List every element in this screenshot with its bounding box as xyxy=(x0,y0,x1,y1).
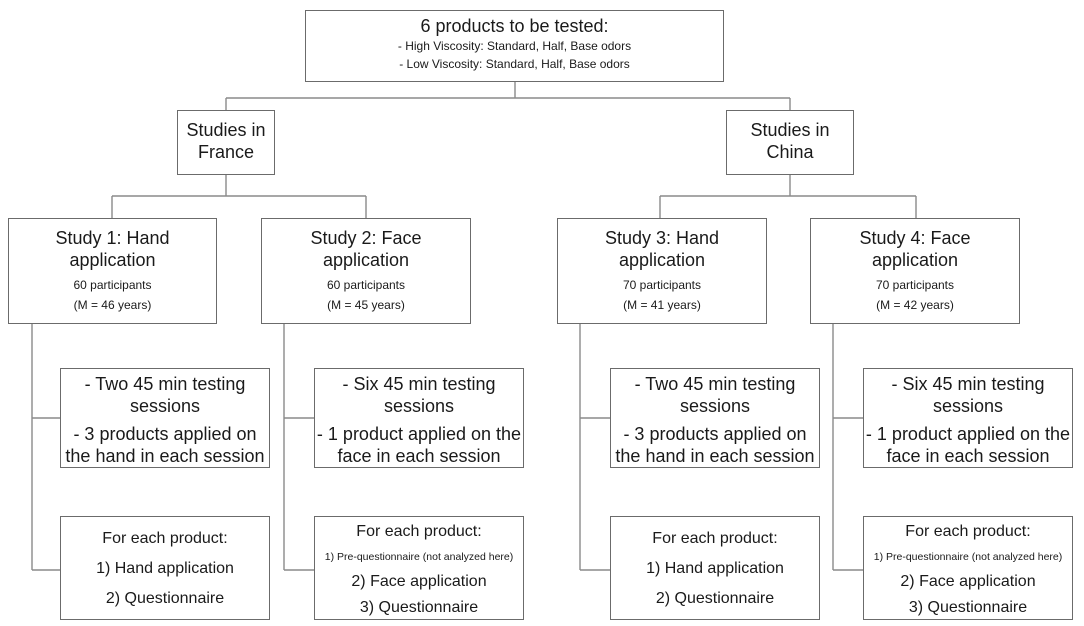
study-title-line2: application xyxy=(871,250,959,270)
products-line2: face in each session xyxy=(886,446,1050,466)
steps-title: For each product: xyxy=(905,523,1031,540)
low-viscosity-line: - Low Viscosity: Standard, Half, Base od… xyxy=(399,57,630,71)
region-label-line1: Studies in xyxy=(186,120,266,140)
mean-age: (M = 45 years) xyxy=(327,298,405,312)
participants-count: 60 participants xyxy=(326,278,406,292)
steps-title: For each product: xyxy=(102,530,228,547)
study-1-steps-box: For each product: 1) Hand application 2)… xyxy=(60,516,270,620)
study-3-steps-box: For each product: 1) Hand application 2)… xyxy=(610,516,820,620)
mean-age: (M = 41 years) xyxy=(623,298,701,312)
study-1-sessions-box: - Two 45 min testing sessions - 3 produc… xyxy=(60,368,270,468)
steps-title: For each product: xyxy=(652,530,778,547)
participants-count: 70 participants xyxy=(622,278,702,292)
products-line2: the hand in each session xyxy=(65,446,265,466)
study-title-line1: Study 2: Face xyxy=(310,228,422,248)
step-item: 2) Questionnaire xyxy=(655,590,775,607)
study-3-sessions-box: - Two 45 min testing sessions - 3 produc… xyxy=(610,368,820,468)
products-box: 6 products to be tested: - High Viscosit… xyxy=(305,10,724,82)
study-title-line2: application xyxy=(618,250,706,270)
participants-count: 60 participants xyxy=(73,278,152,292)
region-label-line1: Studies in xyxy=(750,120,830,140)
products-line1: - 3 products applied on xyxy=(73,424,257,444)
products-line1: - 3 products applied on xyxy=(623,424,807,444)
region-france-box: Studies in France xyxy=(177,110,275,175)
study-1-box: Study 1: Hand application 60 participant… xyxy=(8,218,217,324)
products-title: 6 products to be tested: xyxy=(420,16,609,36)
region-label-line2: France xyxy=(197,142,255,162)
sessions-line1: - Six 45 min testing xyxy=(891,374,1045,394)
step-item: 1) Pre-questionnaire (not analyzed here) xyxy=(873,551,1063,563)
products-line2: face in each session xyxy=(337,446,501,466)
high-viscosity-line: - High Viscosity: Standard, Half, Base o… xyxy=(397,39,632,53)
mean-age: (M = 42 years) xyxy=(876,298,954,312)
products-line2: the hand in each session xyxy=(615,446,815,466)
sessions-line1: - Six 45 min testing xyxy=(342,374,496,394)
steps-title: For each product: xyxy=(356,523,482,540)
study-title-line2: application xyxy=(322,250,410,270)
study-title-line1: Study 4: Face xyxy=(859,228,971,248)
study-2-box: Study 2: Face application 60 participant… xyxy=(261,218,471,324)
region-label-line2: China xyxy=(766,142,814,162)
step-item: 2) Face application xyxy=(351,573,487,590)
step-item: 1) Hand application xyxy=(646,560,784,577)
region-china-box: Studies in China xyxy=(726,110,854,175)
study-title-line1: Study 1: Hand xyxy=(55,228,170,248)
sessions-line2: sessions xyxy=(932,396,1004,416)
step-item: 1) Hand application xyxy=(96,560,234,577)
study-title-line1: Study 3: Hand xyxy=(604,228,720,248)
step-item: 3) Questionnaire xyxy=(359,599,479,616)
products-line1: - 1 product applied on the xyxy=(865,424,1071,444)
study-2-sessions-box: - Six 45 min testing sessions - 1 produc… xyxy=(314,368,524,468)
sessions-line2: sessions xyxy=(679,396,751,416)
mean-age: (M = 46 years) xyxy=(73,298,152,312)
study-4-steps-box: For each product: 1) Pre-questionnaire (… xyxy=(863,516,1073,620)
sessions-line1: - Two 45 min testing xyxy=(634,374,796,394)
step-item: 2) Face application xyxy=(900,573,1036,590)
products-line1: - 1 product applied on the xyxy=(316,424,522,444)
sessions-line1: - Two 45 min testing xyxy=(84,374,246,394)
participants-count: 70 participants xyxy=(875,278,955,292)
step-item: 2) Questionnaire xyxy=(105,590,225,607)
study-4-box: Study 4: Face application 70 participant… xyxy=(810,218,1020,324)
study-4-sessions-box: - Six 45 min testing sessions - 1 produc… xyxy=(863,368,1073,468)
study-title-line2: application xyxy=(69,250,156,270)
step-item: 1) Pre-questionnaire (not analyzed here) xyxy=(324,551,514,563)
study-3-box: Study 3: Hand application 70 participant… xyxy=(557,218,767,324)
sessions-line2: sessions xyxy=(129,396,201,416)
sessions-line2: sessions xyxy=(383,396,455,416)
study-2-steps-box: For each product: 1) Pre-questionnaire (… xyxy=(314,516,524,620)
step-item: 3) Questionnaire xyxy=(908,599,1028,616)
